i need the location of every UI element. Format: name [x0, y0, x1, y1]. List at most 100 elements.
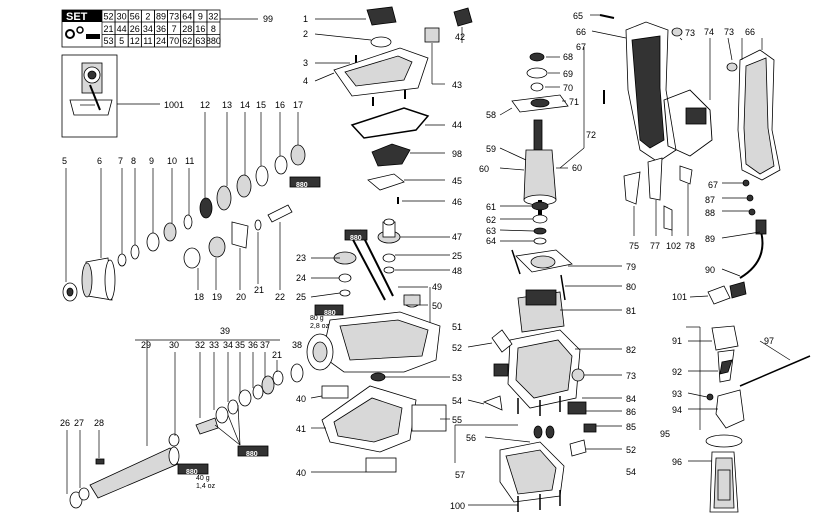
callout-c88: 88: [705, 208, 715, 218]
callout-c52b: 52: [626, 445, 636, 455]
callout-c32: 32: [195, 340, 205, 350]
callout-c69: 69: [563, 69, 573, 79]
set-cell: 56: [130, 12, 140, 22]
callout-c63: 63: [486, 226, 496, 236]
callout-c1001: 1001: [164, 100, 184, 110]
set-cell: 64: [182, 12, 192, 22]
callout-c8: 8: [131, 156, 136, 166]
callout-c37: 37: [260, 340, 270, 350]
callout-c61: 61: [486, 202, 496, 212]
callout-c65: 65: [573, 11, 583, 21]
callout-c50: 50: [432, 301, 442, 311]
chuck-assembly: [62, 144, 321, 302]
callout-c11: 11: [185, 156, 194, 166]
set-cell: 24: [156, 36, 166, 46]
callout-c16: 16: [275, 100, 285, 110]
callout-c53: 53: [452, 373, 462, 383]
callout-c72: 72: [586, 130, 596, 140]
top-housing-leaders: [314, 18, 463, 202]
callout-c71: 71: [569, 97, 579, 107]
callout-c51: 51: [452, 322, 462, 332]
set-cell: 89: [156, 12, 166, 22]
callout-c44: 44: [452, 120, 462, 130]
handle-section: [599, 14, 781, 305]
callout-c85: 85: [626, 422, 636, 432]
callout-c10: 10: [167, 156, 177, 166]
set-cell: 8: [211, 24, 216, 34]
callout-c73b: 73: [724, 27, 734, 37]
callout-c56: 56: [466, 433, 476, 443]
callout-c26: 26: [60, 418, 70, 428]
callout-c93: 93: [672, 389, 682, 399]
callout-c75: 75: [629, 241, 639, 251]
grease-tube-label: 880: [350, 235, 362, 242]
callout-c6: 6: [97, 156, 102, 166]
set-cell: 28: [182, 24, 192, 34]
callout-c48: 48: [452, 266, 462, 276]
callout-c78: 78: [685, 241, 695, 251]
callout-c38: 38: [292, 340, 302, 350]
gear-housing: [290, 311, 441, 383]
motor-armature: [511, 52, 569, 245]
callout-c21a: 21: [254, 285, 264, 295]
callout-c62: 62: [486, 215, 496, 225]
callout-c23: 23: [296, 253, 306, 263]
callout-c1: 1: [303, 14, 308, 24]
handle-leaders: [590, 14, 763, 298]
callout-c15: 15: [256, 100, 266, 110]
callout-c39: 39: [220, 326, 230, 336]
callout-c64: 64: [486, 236, 496, 246]
callout-c40a: 40: [296, 394, 306, 404]
set-cell: 52: [104, 12, 114, 22]
callout-c92: 92: [672, 367, 682, 377]
callout-c18: 18: [194, 292, 204, 302]
callout-c60a: 60: [479, 164, 489, 174]
lower-leaders: [310, 376, 450, 473]
callout-c40b: 40: [296, 468, 306, 478]
callout-c95: 95: [660, 429, 670, 439]
callout-c24: 24: [296, 273, 306, 283]
spindle-leaders: [66, 339, 280, 494]
set-cell: 21: [104, 24, 114, 34]
callout-c13: 13: [222, 100, 232, 110]
callout-c87: 87: [705, 195, 715, 205]
gear-leaders: [310, 236, 450, 327]
callout-c2: 2: [303, 29, 308, 39]
set-cell: 53: [104, 36, 114, 46]
callout-c91: 91: [672, 336, 682, 346]
set-cell: 36: [156, 24, 166, 34]
set-cell: 7: [172, 24, 177, 34]
callout-c67a: 67: [576, 42, 586, 52]
callout-c81: 81: [626, 306, 636, 316]
set-cell: 11: [143, 36, 152, 46]
callout-c90: 90: [705, 265, 715, 275]
callout-c80: 80: [626, 282, 636, 292]
callout-c60b: 60: [572, 163, 582, 173]
callout-c21b: 21: [272, 350, 282, 360]
callout-c4: 4: [303, 76, 308, 86]
callout-c30: 30: [169, 340, 179, 350]
callout-c67b: 67: [708, 180, 718, 190]
part-1001-detail-box: [61, 54, 160, 138]
callout-c73c: 73: [626, 371, 636, 381]
callout-c34: 34: [223, 340, 233, 350]
callout-c5: 5: [62, 156, 67, 166]
tube-icon: [86, 34, 100, 39]
set-cell: 2: [145, 12, 150, 22]
callout-c94: 94: [672, 405, 682, 415]
callout-c14: 14: [240, 100, 250, 110]
callout-c102: 102: [666, 241, 681, 251]
set-cell: 73: [169, 12, 179, 22]
bottom-cover: [468, 436, 565, 512]
callout-c52a: 52: [452, 343, 462, 353]
set-cell: 34: [143, 24, 153, 34]
gear-section: [314, 218, 421, 316]
set-title: SET: [66, 11, 88, 23]
callout-c12: 12: [200, 100, 210, 110]
callout-c86: 86: [626, 407, 636, 417]
callout-c100: 100: [450, 501, 465, 511]
top-housing-parts: [333, 6, 473, 204]
callout-c74: 74: [704, 27, 714, 37]
